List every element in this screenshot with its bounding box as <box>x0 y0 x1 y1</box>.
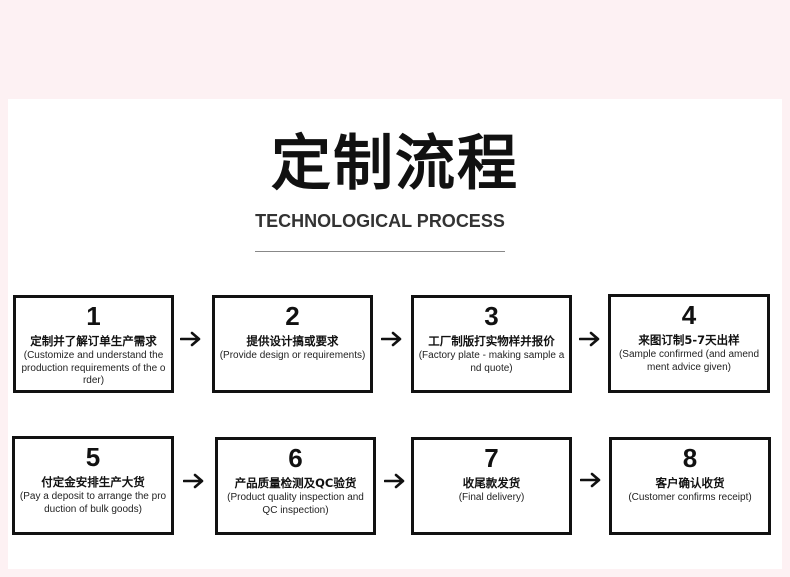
page-subtitle: TECHNOLOGICAL PROCESS <box>255 211 505 231</box>
step-3-title: 工厂制版打实物样并报价 <box>428 334 555 348</box>
step-4-box: 4 来图订制5-7天出样 (Sample confirmed (and amen… <box>608 294 770 393</box>
title-divider <box>255 251 505 252</box>
step-1-box: 1 定制并了解订单生产需求 (Customize and understand … <box>13 295 174 393</box>
step-3-box: 3 工厂制版打实物样并报价 (Factory plate - making sa… <box>411 295 572 393</box>
step-5-description: (Pay a deposit to arrange the production… <box>19 491 167 515</box>
step-6-box: 6 产品质量检测及QC验货 (Product quality inspectio… <box>215 437 376 535</box>
step-8-description: (Customer confirms receipt) <box>628 492 752 503</box>
arrow-right-icon <box>578 331 601 347</box>
step-2-box: 2 提供设计搞或要求 (Provide design or requiremen… <box>212 295 373 393</box>
step-8-box: 8 客户确认收货 (Customer confirms receipt) <box>609 437 771 535</box>
step-7-description: (Final delivery) <box>458 492 525 503</box>
step-7-title: 收尾款发货 <box>462 476 521 490</box>
step-2-title: 提供设计搞或要求 <box>246 334 339 348</box>
step-1-number: 1 <box>86 301 101 331</box>
step-5-title: 付定金安排生产大货 <box>41 475 145 489</box>
step-6-title: 产品质量检测及QC验货 <box>234 476 357 490</box>
step-4-title: 来图订制5-7天出样 <box>638 333 740 347</box>
step-8-title: 客户确认收货 <box>655 476 725 490</box>
step-5-number: 5 <box>85 442 101 472</box>
step-7-number: 7 <box>484 443 499 473</box>
step-1-title: 定制并了解订单生产需求 <box>30 334 157 348</box>
arrow-right-icon <box>179 331 202 347</box>
arrow-right-icon <box>383 473 406 489</box>
step-7-box: 7 收尾款发货 (Final delivery) <box>411 437 572 535</box>
arrow-right-icon <box>380 331 403 347</box>
arrow-right-icon <box>579 472 602 488</box>
step-3-number: 3 <box>484 301 499 331</box>
step-1-description: (Customize and understand the production… <box>21 350 166 386</box>
page-title: 定制流程 <box>271 129 519 199</box>
step-5-box: 5 付定金安排生产大货 (Pay a deposit to arrange th… <box>12 436 174 535</box>
step-2-number: 2 <box>285 301 300 331</box>
step-3-description: (Factory plate - making sample and quote… <box>418 350 565 374</box>
step-4-number: 4 <box>681 300 697 330</box>
step-6-description: (Product quality inspection and QC inspe… <box>227 492 364 516</box>
step-8-number: 8 <box>682 443 698 473</box>
step-2-description: (Provide design or requirements) <box>219 350 366 361</box>
step-6-number: 6 <box>288 443 303 473</box>
step-4-description: (Sample confirmed (and amendment advice … <box>618 349 760 373</box>
arrow-right-icon <box>182 473 205 489</box>
